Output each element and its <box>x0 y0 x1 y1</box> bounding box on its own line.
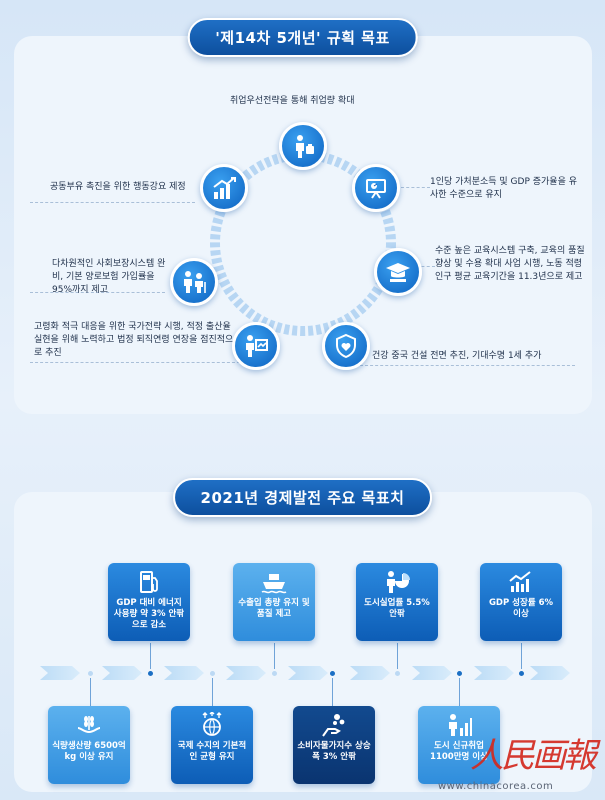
target-card-unemployment: 도시실업률 5.5% 안팎 <box>356 563 438 641</box>
section2-title: 2021년 경제발전 주요 목표치 <box>172 478 433 517</box>
goal-label-income: 1인당 가처분소득 및 GDP 증가율을 유사한 수준으로 유지 <box>430 177 578 200</box>
target-text-gdp-growth: GDP 성장률 6% 이상 <box>488 598 554 619</box>
target-card-cpi: 소비자물가지수 상승폭 3% 안팎 <box>293 706 375 784</box>
goal-label-employment: 취업우선전략을 통해 취업량 확대 <box>230 96 355 106</box>
hand-coins-icon <box>322 714 345 737</box>
goal-label-aging: 고령화 적극 대응을 위한 국가전략 시행, 적정 출산율 실현을 위해 노력하… <box>34 322 234 358</box>
watermark-logo: 人民画報 <box>470 736 597 776</box>
presentation-board-icon <box>366 179 386 199</box>
goal-node-health <box>322 322 370 370</box>
goal-label-social-security: 다차원적인 사회보장시스템 완비, 기본 양로보험 가입률을 95%까지 제고 <box>52 259 166 295</box>
section1-title: '제14차 5개년' 규획 목표 <box>187 18 418 57</box>
goal-node-aging <box>232 322 280 370</box>
fuel-pump-icon <box>140 571 158 593</box>
person-pie-chart-icon <box>387 571 410 593</box>
target-card-trade: 수출입 총량 유지 및 품질 제고 <box>233 563 315 641</box>
goal-label-education: 수준 높은 교육시스템 구축, 교육의 품질 향상 및 수용 확대 사업 시행,… <box>435 246 585 282</box>
elderly-people-icon <box>184 271 206 293</box>
person-chart-icon <box>246 335 268 357</box>
goal-node-income <box>352 164 400 212</box>
goal-node-common-prosperity <box>200 164 248 212</box>
target-text-unemployment: 도시실업률 5.5% 안팎 <box>364 598 430 619</box>
graduation-cap-icon <box>386 263 410 282</box>
target-text-trade: 수출입 총량 유지 및 품질 제고 <box>238 598 310 619</box>
target-card-gdp-growth: GDP 성장률 6% 이상 <box>480 563 562 641</box>
watermark-url: www.chinacorea.com <box>438 781 554 792</box>
timeline-arrow-band <box>40 666 570 680</box>
growth-chart-icon <box>509 571 531 592</box>
goals-ring <box>210 150 396 336</box>
wheat-hands-icon <box>77 716 101 734</box>
globe-arrows-icon <box>202 712 222 736</box>
cargo-ship-icon <box>261 574 287 594</box>
target-text-grain: 식량생산량 6500억kg 이상 유지 <box>52 741 126 762</box>
target-card-new-jobs: 도시 신규취업 1100만명 이상 <box>418 706 500 784</box>
goal-node-employment <box>279 122 327 170</box>
target-text-energy: GDP 대비 에너지 사용량 약 3% 안팎으로 감소 <box>113 598 185 630</box>
goals-panel <box>14 36 592 414</box>
goal-node-education <box>374 248 422 296</box>
target-card-balance: 국제 수지의 기본적인 균형 유지 <box>171 706 253 784</box>
target-text-cpi: 소비자물가지수 상승폭 3% 안팎 <box>297 741 371 762</box>
target-card-energy: GDP 대비 에너지 사용량 약 3% 안팎으로 감소 <box>108 563 190 641</box>
person-bars-icon <box>449 714 472 736</box>
growth-bars-icon <box>213 177 236 199</box>
goal-label-health: 건강 중국 건설 전면 추진, 기대수명 1세 추가 <box>372 351 542 361</box>
target-text-balance: 국제 수지의 기본적인 균형 유지 <box>177 741 247 762</box>
target-text-new-jobs: 도시 신규취업 1100만명 이상 <box>430 741 488 762</box>
goal-node-social-security <box>170 258 218 306</box>
worker-briefcase-icon <box>296 135 314 158</box>
heart-shield-icon <box>336 333 356 359</box>
goal-label-common-prosperity: 공동부유 촉진을 위한 행동강요 제정 <box>50 182 186 192</box>
target-card-grain: 식량생산량 6500억kg 이상 유지 <box>48 706 130 784</box>
